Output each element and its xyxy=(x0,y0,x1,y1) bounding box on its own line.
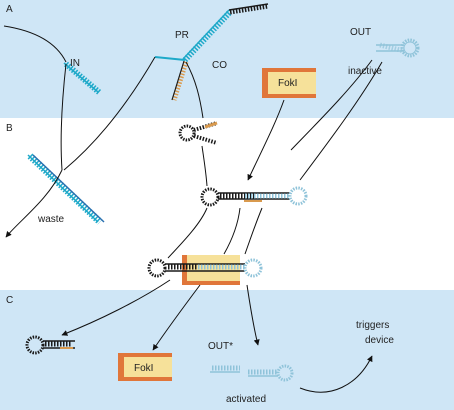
panel-label-c: C xyxy=(6,295,13,306)
co-hairpin xyxy=(178,121,218,145)
panel-a-band xyxy=(0,0,454,118)
label-out: OUT xyxy=(350,27,371,38)
label-in: IN xyxy=(70,58,80,69)
label-fokl-bottom: FokI xyxy=(134,363,153,374)
in-strand xyxy=(63,61,102,96)
released-co-hairpin xyxy=(25,335,75,355)
panel-c-band xyxy=(0,290,454,410)
label-waste: waste xyxy=(37,214,65,225)
fokl-enzyme-bottom xyxy=(118,353,172,381)
out-co-complex xyxy=(200,186,308,207)
out-hairpin xyxy=(376,38,420,58)
panel-label-b: B xyxy=(6,123,13,134)
connectors xyxy=(5,56,383,393)
label-pr: PR xyxy=(175,30,189,41)
label-out-star: OUT* xyxy=(208,341,233,352)
activated-out xyxy=(210,364,294,382)
fokl-bound-complex xyxy=(147,255,263,285)
fokl-enzyme-top xyxy=(262,68,316,98)
label-inactive: inactive xyxy=(348,66,382,77)
label-fokl-top: FokI xyxy=(278,78,297,89)
in-connector-curve xyxy=(3,25,67,63)
label-device: device xyxy=(365,335,394,346)
label-triggers: triggers xyxy=(356,320,389,331)
label-co: CO xyxy=(212,60,227,71)
waste-duplex xyxy=(27,153,105,225)
gate-complex xyxy=(154,3,269,101)
label-activated: activated xyxy=(226,394,266,405)
panel-label-a: A xyxy=(6,4,13,15)
